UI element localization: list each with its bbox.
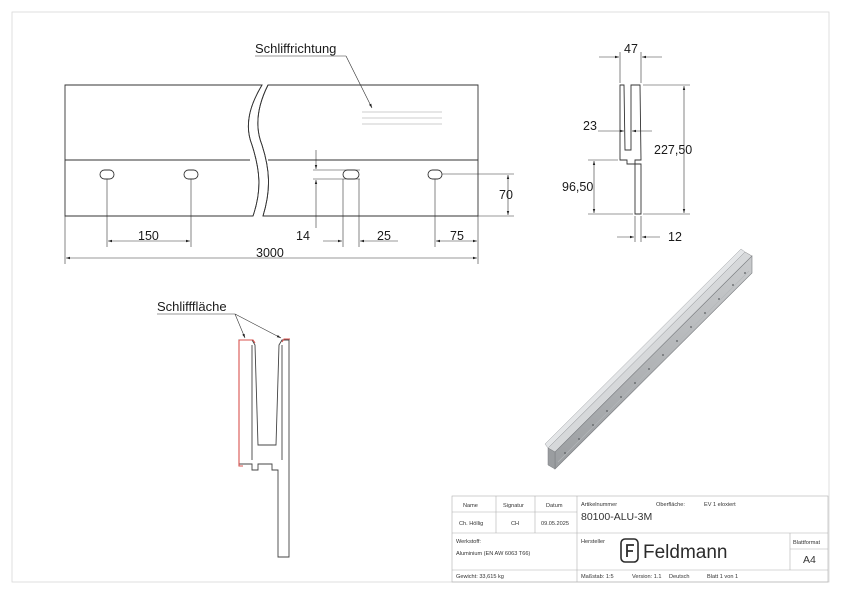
brush-direction-label: Schliffrichtung: [255, 41, 336, 56]
dim-hole-height: 14: [296, 229, 310, 243]
tb-artikelnummer-label: Artikelnummer: [581, 502, 617, 508]
tb-header-signatur: Signatur: [503, 503, 524, 509]
front-view: [64, 84, 479, 217]
isometric-view: [544, 248, 753, 470]
dim-width: 47: [624, 42, 638, 56]
tb-massstab: Maßstab: 1:5: [581, 574, 614, 580]
dim-length: 3000: [256, 246, 284, 260]
tb-blatt: Blatt 1 von 1: [707, 574, 738, 580]
dim-edge-offset: 75: [450, 229, 464, 243]
tb-header-datum: Datum: [546, 503, 563, 509]
tb-name: Ch. Höllig: [459, 521, 483, 527]
side-view: [619, 84, 642, 215]
front-view-dimensions: [64, 150, 514, 264]
tb-werkstoff-label: Werkstoff:: [456, 539, 481, 545]
dim-total-height: 227,50: [654, 143, 692, 157]
tb-oberflaeche-label: Oberfläche:: [656, 502, 685, 508]
tb-werkstoff: Aluminium (EN AW 6063 T66): [456, 551, 530, 557]
dim-thickness: 12: [668, 230, 682, 244]
tb-brand: Feldmann: [643, 542, 728, 563]
ground-surface-label: Schlifffläche: [157, 299, 227, 314]
dim-inner: 23: [583, 119, 597, 133]
dim-height: 70: [499, 188, 513, 202]
tb-gewicht: Gewicht: 33,615 kg: [456, 574, 504, 580]
tb-oberflaeche: EV 1 eloxiert: [704, 502, 736, 508]
tb-sprache: Deutsch: [669, 574, 690, 580]
brush-direction-leader: [255, 55, 373, 109]
dim-lower: 96,50: [562, 180, 593, 194]
dim-slot-length: 25: [377, 229, 391, 243]
tb-header-name: Name: [463, 503, 478, 509]
tb-datum: 09.05.2025: [541, 521, 569, 527]
sheet-border: [11, 11, 830, 583]
tb-version: Version: 1.1: [632, 574, 662, 580]
tb-blattformat: A4: [803, 554, 816, 566]
tb-hersteller-label: Hersteller: [581, 539, 605, 545]
title-block: [451, 495, 829, 583]
ground-surface-leader: [157, 313, 282, 339]
side-view-dimensions: [588, 52, 690, 242]
dim-hole-pitch: 150: [138, 229, 159, 243]
tb-signatur: CH: [511, 521, 519, 527]
tb-artikelnummer: 80100-ALU-3M: [581, 511, 652, 523]
feldmann-logo-icon: [620, 538, 639, 563]
section-view: [238, 339, 290, 558]
tb-blattformat-label: Blattformat: [793, 540, 820, 546]
ground-surface-highlight: [238, 338, 290, 467]
